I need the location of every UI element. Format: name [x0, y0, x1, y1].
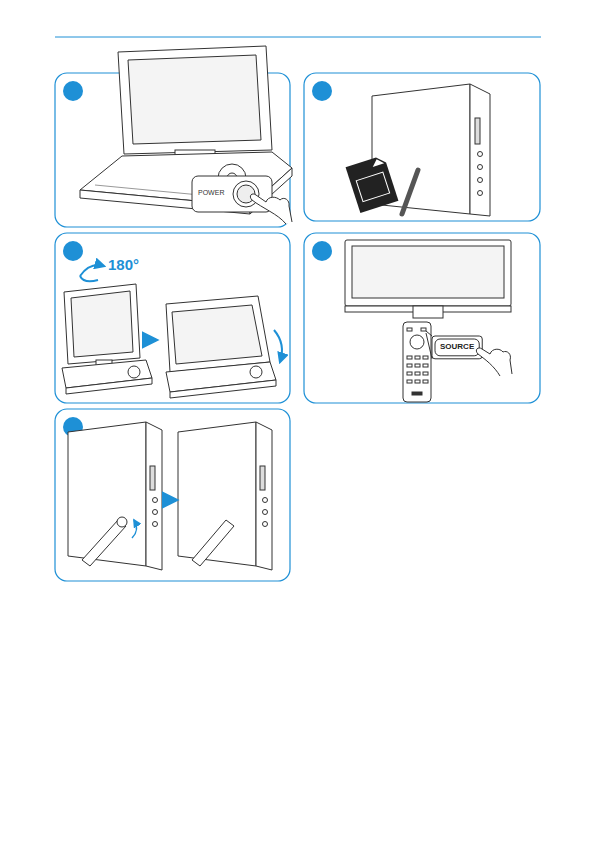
- remote-control: [415, 380, 420, 383]
- dvd-player: [250, 366, 262, 378]
- player-side-view: [478, 191, 483, 196]
- dvd-player: [95, 185, 200, 195]
- remote-control: [421, 328, 426, 331]
- player-side-view: [478, 152, 483, 157]
- stand-leg: [82, 520, 126, 566]
- screen: [352, 246, 504, 298]
- fold-arrow: [274, 330, 282, 362]
- step-marker: [312, 81, 332, 101]
- remote-control: [423, 356, 428, 359]
- player-side-view: [402, 170, 418, 214]
- dvd-player: [170, 380, 276, 398]
- dvd-player: [71, 291, 133, 357]
- dvd-player: [128, 366, 140, 378]
- stand-leg: [82, 517, 234, 566]
- rotate-arrow: [80, 265, 104, 276]
- player-side-view: [178, 422, 256, 566]
- dvd-player: [118, 46, 272, 154]
- player-side-view: [256, 422, 272, 570]
- step-arrow: [164, 499, 176, 502]
- player-side-view: [153, 510, 158, 515]
- sd-card: [371, 158, 384, 167]
- stand-leg: [117, 517, 127, 527]
- sd-card: [346, 155, 399, 213]
- stand-leg: [192, 520, 234, 566]
- remote-control: [412, 392, 422, 395]
- dvd-player: [62, 284, 276, 398]
- step-panel: [55, 409, 290, 581]
- remote-control: [423, 380, 428, 383]
- remote-control: [407, 328, 412, 331]
- fold-arrow: [274, 330, 282, 362]
- rotate-arrow: [80, 276, 98, 281]
- power-callout: [192, 176, 272, 212]
- remote-control: [407, 372, 412, 375]
- source-callout: [432, 336, 482, 359]
- hand: [250, 194, 292, 224]
- rotate-arrow: [80, 265, 104, 281]
- step-arrow: [132, 520, 137, 538]
- player-side-view: [478, 165, 483, 170]
- player-side-view: [475, 118, 480, 144]
- player-side-view: [263, 522, 268, 527]
- step-arrow: [145, 337, 156, 343]
- screen: [345, 240, 511, 318]
- source-callout: [426, 331, 482, 359]
- player-side-view: [263, 498, 268, 503]
- sd-card: [346, 155, 399, 213]
- step-panel: [55, 233, 290, 403]
- step-arrow: [132, 500, 176, 538]
- header-rule: [55, 37, 541, 38]
- sd-card: [356, 172, 389, 202]
- player-side-view: [68, 422, 146, 566]
- step-panel: [304, 73, 540, 221]
- screen: [413, 306, 443, 318]
- button-label: SOURCE: [440, 343, 474, 352]
- player-side-view: [153, 498, 158, 503]
- remote-control: [423, 364, 428, 367]
- rotation-angle: 180°: [108, 257, 139, 274]
- remote-control: [410, 335, 424, 349]
- screen: [345, 240, 511, 306]
- step-arrow: [145, 339, 156, 342]
- step-marker: [63, 241, 83, 261]
- dvd-player: [66, 378, 152, 394]
- remote-control: [423, 372, 428, 375]
- dvd-player: [64, 284, 140, 364]
- remote-control: [415, 356, 420, 359]
- source-callout: [435, 339, 479, 356]
- player-side-view: [146, 422, 162, 570]
- source-callout: [426, 333, 432, 359]
- hand: [250, 194, 292, 224]
- dvd-player: [166, 296, 270, 372]
- player-side-view: [68, 422, 272, 570]
- player-side-view: [150, 466, 155, 490]
- remote-control: [415, 364, 420, 367]
- remote-control: [407, 380, 412, 383]
- player-side-view: [263, 510, 268, 515]
- step-marker: [63, 81, 83, 101]
- remote-control: [403, 322, 431, 402]
- dvd-player: [172, 305, 262, 364]
- power-callout: [192, 176, 272, 212]
- hand: [476, 348, 512, 376]
- button-label: POWER: [198, 189, 224, 197]
- hand: [476, 348, 512, 376]
- dvd-player: [128, 55, 261, 144]
- header-rule: [55, 37, 541, 38]
- step-marker: [312, 241, 332, 261]
- player-side-view: [478, 178, 483, 183]
- remote-control: [407, 356, 412, 359]
- step-panel: [304, 233, 540, 403]
- player-side-view: [470, 84, 490, 216]
- remote-control: [415, 372, 420, 375]
- remote-control: [407, 364, 412, 367]
- remote-control: [403, 322, 431, 402]
- dvd-player: [80, 46, 292, 214]
- player-side-view: [153, 522, 158, 527]
- player-side-view: [260, 466, 265, 490]
